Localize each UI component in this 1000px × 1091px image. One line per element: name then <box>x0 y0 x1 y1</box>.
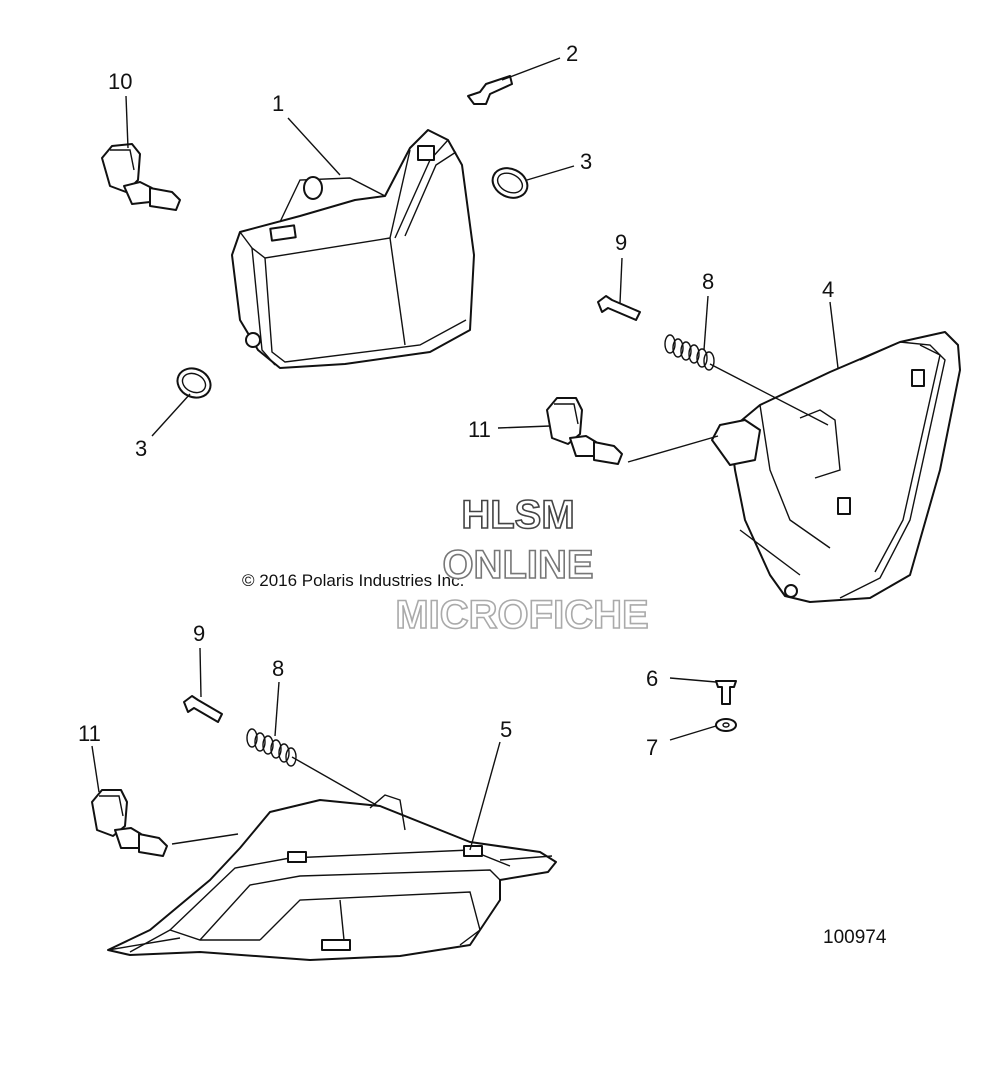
callout-7: 7 <box>646 735 658 760</box>
part-8-spring-upper <box>664 334 715 371</box>
copyright-text: © 2016 Polaris Industries Inc. <box>242 571 464 590</box>
callout-labels: 1 2 3 3 10 9 8 4 11 9 8 11 5 6 7 <box>78 41 834 760</box>
part-8-spring-lower <box>246 728 297 767</box>
callout-9-lower: 9 <box>193 621 205 646</box>
part-4-headlight-housing <box>711 331 961 603</box>
part-10-bulb-socket <box>101 143 181 211</box>
leader-lines <box>91 57 839 851</box>
callout-9-upper: 9 <box>615 230 627 255</box>
callout-3-top: 3 <box>580 149 592 174</box>
callout-4: 4 <box>822 277 834 302</box>
part-11-bulb-socket-upper <box>546 397 623 465</box>
watermark-line-3: MICROFICHE <box>395 593 648 637</box>
part-5-headlight-housing <box>107 794 557 961</box>
callout-11-lower: 11 <box>78 721 101 746</box>
watermark: HLSM ONLINE MICROFICHE <box>395 492 650 638</box>
callout-8-upper: 8 <box>702 269 714 294</box>
callout-2: 2 <box>566 41 578 66</box>
part-7-washer <box>715 718 737 732</box>
part-6-bolt <box>715 680 737 705</box>
figure-id: 100974 <box>823 927 887 948</box>
watermark-line-1: HLSM <box>461 493 574 537</box>
callout-3-left: 3 <box>135 436 147 461</box>
part-3-o-ring-top <box>491 167 529 199</box>
part-9-screw-upper <box>597 295 641 321</box>
part-3-o-ring-left <box>176 367 212 399</box>
part-9-screw-lower <box>183 695 223 723</box>
callout-5: 5 <box>500 717 512 742</box>
part-2-pin <box>467 75 513 105</box>
callout-11-upper: 11 <box>468 417 491 442</box>
watermark-line-2: ONLINE <box>442 543 593 587</box>
callout-1: 1 <box>272 91 284 116</box>
callout-10: 10 <box>108 69 132 94</box>
callout-8-lower: 8 <box>272 656 284 681</box>
callout-6: 6 <box>646 666 658 691</box>
part-1-headlight-housing <box>231 129 475 369</box>
part-11-bulb-socket-lower <box>91 789 168 857</box>
